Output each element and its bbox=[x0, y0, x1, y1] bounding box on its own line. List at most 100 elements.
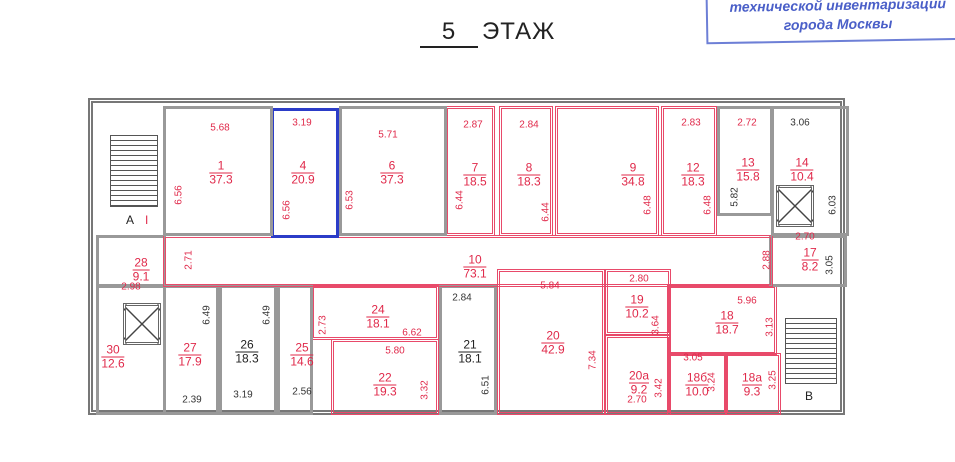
room-area: 37.3 bbox=[209, 172, 233, 187]
dimension-label: 5.80 bbox=[385, 345, 405, 357]
room-number: 20а bbox=[628, 368, 650, 384]
dimension-label: 2.70 bbox=[795, 231, 815, 243]
room-13-outline[interactable] bbox=[717, 106, 773, 216]
room-area: 17.9 bbox=[178, 354, 202, 369]
room-number: 27 bbox=[178, 341, 202, 356]
dimension-label: 3.25 bbox=[767, 370, 779, 390]
dimension-label: 2.88 bbox=[761, 250, 773, 270]
room-number: 26 bbox=[235, 338, 259, 353]
room-number: 4 bbox=[291, 159, 315, 174]
room-number: 28 bbox=[132, 255, 150, 271]
dimension-label: 3.42 bbox=[653, 378, 665, 398]
dimension-label: 5.84 bbox=[540, 280, 560, 292]
room-area: 10.0 bbox=[685, 384, 709, 399]
room-number: 22 bbox=[373, 371, 397, 386]
room-22-outline[interactable] bbox=[331, 339, 439, 415]
room-area: 14.6 bbox=[290, 354, 314, 369]
room-area: 18.1 bbox=[458, 351, 482, 366]
room-number: 20 bbox=[541, 329, 565, 344]
room-area: 10.2 bbox=[625, 306, 649, 321]
room-number: 8 bbox=[517, 161, 541, 176]
elevator-left bbox=[123, 303, 161, 345]
dimension-label: 2.72 bbox=[737, 117, 757, 129]
floor-label: ЭТАЖ bbox=[482, 18, 556, 45]
room-6-outline[interactable] bbox=[339, 106, 447, 236]
room-10-outline[interactable] bbox=[163, 235, 773, 287]
dimension-label: 3.24 bbox=[706, 372, 718, 392]
dimension-label: 6.56 bbox=[173, 185, 185, 205]
dimension-label: 3.13 bbox=[764, 317, 776, 337]
staircase-b bbox=[785, 318, 837, 384]
room-area: 18.1 bbox=[366, 316, 390, 331]
dimension-label: 5.68 bbox=[210, 122, 230, 134]
dimension-label: 6.56 bbox=[281, 200, 293, 220]
room-area: 37.3 bbox=[380, 172, 404, 187]
dimension-label: 3.19 bbox=[233, 389, 253, 401]
dimension-label: 5.96 bbox=[737, 295, 757, 307]
dimension-label: 2.70 bbox=[627, 394, 647, 406]
dimension-label: 6.49 bbox=[261, 305, 273, 325]
staircase-a-label: А bbox=[126, 213, 135, 227]
dimension-label: 5.82 bbox=[729, 187, 741, 207]
dimension-label: 6.03 bbox=[827, 195, 839, 215]
room-area: 18.7 bbox=[715, 322, 739, 337]
room-20a-outline[interactable] bbox=[605, 335, 671, 415]
room-area: 12.6 bbox=[101, 356, 125, 371]
room-area: 15.8 bbox=[736, 169, 760, 184]
room-area: 10.4 bbox=[790, 169, 814, 184]
dimension-label: 3.32 bbox=[419, 380, 431, 400]
room-area: 18.3 bbox=[517, 174, 541, 189]
dimension-label: 3.64 bbox=[650, 315, 662, 335]
dimension-label: 2.73 bbox=[317, 315, 329, 335]
dimension-label: 5.71 bbox=[378, 129, 398, 141]
room-area: 18.3 bbox=[681, 174, 705, 189]
room-8-outline[interactable] bbox=[499, 106, 553, 236]
dimension-label: 6.48 bbox=[702, 195, 714, 215]
dimension-label: 2.71 bbox=[183, 250, 195, 270]
room-number: 17 bbox=[801, 245, 819, 261]
room-20-outline[interactable] bbox=[497, 269, 605, 415]
dimension-label: 6.44 bbox=[454, 190, 466, 210]
room-area: 9.1 bbox=[132, 269, 150, 284]
staircase-a-mark: I bbox=[145, 213, 149, 227]
dimension-label: 3.06 bbox=[790, 117, 810, 129]
dimension-label: 6.51 bbox=[480, 375, 492, 395]
room-28-outline[interactable] bbox=[96, 235, 166, 287]
room-number: 21 bbox=[458, 338, 482, 353]
room-number: 12 bbox=[681, 161, 705, 176]
room-area: 9.2 bbox=[630, 382, 648, 397]
room-number: 6 bbox=[380, 159, 404, 174]
room-9-outline[interactable] bbox=[555, 106, 659, 236]
room-area: 19.3 bbox=[373, 384, 397, 399]
room-1-outline[interactable] bbox=[163, 106, 273, 236]
room-number: 7 bbox=[463, 161, 487, 176]
room-12-outline[interactable] bbox=[661, 106, 717, 236]
room-area: 34.8 bbox=[621, 174, 645, 189]
room-number: 24 bbox=[366, 303, 390, 318]
room-number: 10 bbox=[463, 253, 487, 268]
room-area: 73.1 bbox=[463, 266, 487, 281]
dimension-label: 3.05 bbox=[683, 352, 703, 364]
room-19-outline[interactable] bbox=[605, 269, 671, 335]
dimension-label: 2.80 bbox=[629, 273, 649, 285]
room-area: 20.9 bbox=[291, 172, 315, 187]
room-number: 9 bbox=[621, 161, 645, 176]
room-number: 19 bbox=[625, 293, 649, 308]
